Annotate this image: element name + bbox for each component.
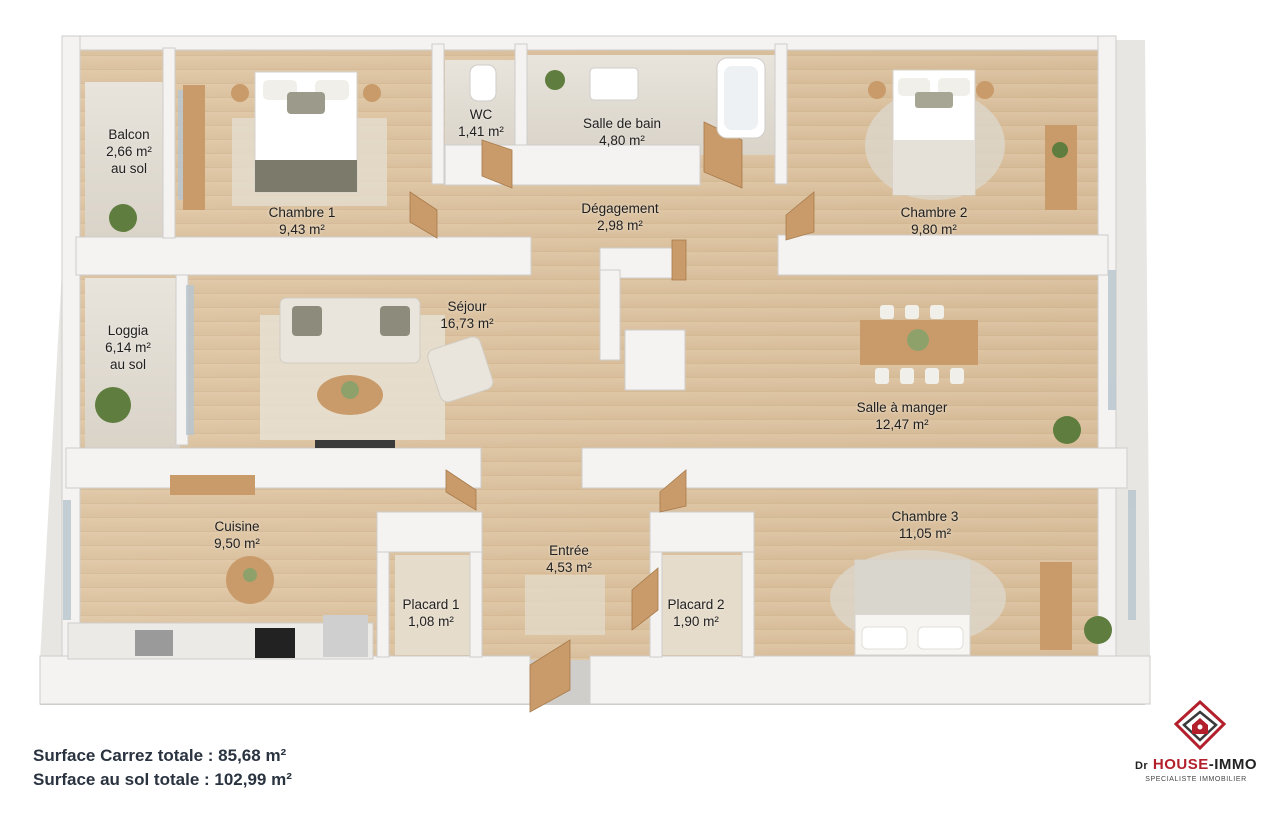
logo-brand-name: Dr HOUSE-IMMO xyxy=(1134,756,1258,773)
armchair xyxy=(427,336,494,403)
coffee-table xyxy=(317,375,383,415)
kitchen-counter xyxy=(67,475,374,660)
bed-chambre-3 xyxy=(854,559,1072,656)
tv-unit-chambre-1 xyxy=(183,85,205,210)
agency-logo: Dr HOUSE-IMMO SPECIALISTE IMMOBILIER xyxy=(1118,698,1278,798)
doors xyxy=(409,121,815,713)
plants xyxy=(95,70,1112,644)
bathroom-sink xyxy=(589,67,639,101)
sofa xyxy=(279,297,421,364)
dining-table xyxy=(860,305,978,384)
bathtub xyxy=(716,57,766,139)
windows xyxy=(63,90,1136,620)
tv-unit xyxy=(315,440,395,448)
logo-tagline: SPECIALISTE IMMOBILIER xyxy=(1145,776,1247,783)
surface-sol-total: Surface au sol totale : 102,99 m² xyxy=(33,770,292,789)
bed-chambre-1 xyxy=(231,71,381,193)
surface-carrez-total: Surface Carrez totale : 85,68 m² xyxy=(33,746,287,765)
surface-totals: Surface Carrez totale : 85,68 m² Surface… xyxy=(33,744,292,792)
bed-chambre-2 xyxy=(868,69,1077,210)
house-logo-icon xyxy=(1173,699,1227,751)
toilet xyxy=(469,64,497,102)
kitchen-table xyxy=(226,556,274,604)
